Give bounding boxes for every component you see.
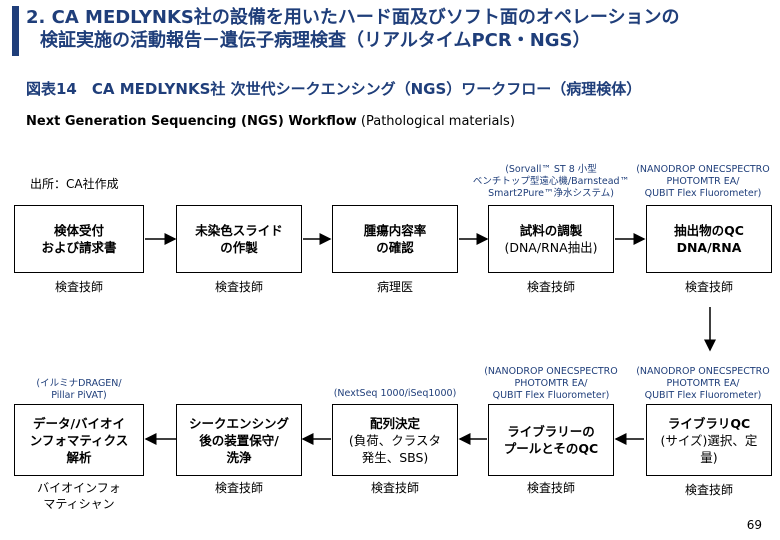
step-library-pooling: ライブラリーのプールとそのQC (488, 404, 614, 476)
step-8-sub: (負荷、クラスタ 発生、SBS) (348, 432, 442, 465)
step-10-line1: データ/バイオイ (32, 415, 126, 431)
step-8-line1: 配列決定 (369, 415, 420, 431)
source-note: 出所：CA社作成 (30, 177, 119, 191)
figure-subtitle-bold: Next Generation Sequencing (NGS) Workflo… (26, 114, 357, 129)
role-step-9: 検査技師 (214, 481, 263, 495)
role-step-3: 病理医 (376, 280, 413, 294)
role-step-6: 検査技師 (684, 483, 733, 497)
step-9-line2: 後の装置保守/ (199, 432, 279, 448)
role-step-8: 検査技師 (370, 481, 419, 495)
step-sequencing: 配列決定(負荷、クラスタ 発生、SBS) (332, 404, 458, 476)
step-unstained-slide: 未染色スライドの作製 (176, 205, 302, 273)
step-library-qc: ライブラリQC(サイズ)選択、定 量) (646, 404, 772, 476)
step-3-line1: 腫瘍内容率 (363, 223, 427, 238)
page-title-line2: 検証実施の活動報告－遺伝子病理検査（リアルタイムPCR・NGS） (40, 30, 591, 51)
step-specimen-reception: 検体受付および請求書 (14, 205, 144, 273)
role-step-7: 検査技師 (526, 481, 575, 495)
step-7-line2: プールとそのQC (503, 441, 599, 456)
figure-title: 図表14 CA MEDLYNKS社 次世代シークエンシング（NGS）ワークフロー… (26, 80, 642, 98)
figure-subtitle: Next Generation Sequencing (NGS) Workflo… (26, 114, 515, 129)
step-bioinformatics: データ/バイオインフォマティクス解析 (14, 404, 144, 476)
step-9-line1: シークエンシング (188, 415, 289, 431)
step-5-line1: 抽出物のQC (674, 223, 744, 238)
step-5-line2: DNA/RNA (676, 240, 742, 255)
page-title-line1: 2. CA MEDLYNKS社の設備を用いたハード面及びソフト面のオペレーション… (26, 7, 680, 28)
step-7-line1: ライブラリーの (507, 424, 595, 439)
step-tumor-content: 腫瘍内容率の確認 (332, 205, 458, 273)
role-step-4: 検査技師 (526, 280, 575, 294)
step-2-line1: 未染色スライド (195, 223, 283, 238)
step-10-line3: 解析 (66, 449, 92, 465)
page-title: 2. CA MEDLYNKS社の設備を用いたハード面及びソフト面のオペレーション… (26, 6, 766, 52)
step-6-line1: ライブラリQC (667, 415, 751, 431)
step-post-sequencing-maintenance: シークエンシング後の装置保守/洗浄 (176, 404, 302, 476)
step-extract-qc: 抽出物のQC DNA/RNA (646, 205, 772, 273)
step-6-sub: (サイズ)選択、定 量) (660, 432, 758, 465)
step-sample-prep: 試料の調製 (DNA/RNA抽出) (488, 205, 614, 273)
note-step-6: (NANODROP ONECSPECTRO PHOTOMTR EA/ QUBIT… (636, 366, 770, 401)
step-1-line1: 検体受付 (53, 223, 104, 238)
step-9-line3: 洗浄 (226, 449, 252, 465)
note-step-4: (Sorvall™ ST 8 小型 ベンチトップ型遠心機/Barnstead™ … (472, 164, 630, 199)
note-step-8: (NextSeq 1000/iSeq1000) (333, 388, 457, 399)
step-4-line1: 試料の調製 (519, 223, 583, 238)
figure-subtitle-rest: (Pathological materials) (356, 114, 515, 129)
role-step-1: 検査技師 (54, 280, 103, 294)
page-number: 69 (746, 518, 762, 532)
step-4-sub: (DNA/RNA抽出) (504, 240, 598, 255)
note-step-7: (NANODROP ONECSPECTRO PHOTOMTR EA/ QUBIT… (484, 366, 618, 401)
role-step-2: 検査技師 (214, 280, 263, 294)
title-accent-bar (12, 6, 19, 56)
step-3-line2: の確認 (376, 240, 414, 255)
role-step-10: バイオインフォ マティシャン (37, 481, 121, 511)
note-step-5: (NANODROP ONECSPECTRO PHOTOMTR EA/ QUBIT… (636, 164, 770, 199)
role-step-5: 検査技師 (684, 280, 733, 294)
note-step-10: (イルミナDRAGEN/ Pillar PiVAT) (36, 378, 122, 401)
step-10-line2: ンフォマティクス (29, 432, 129, 448)
step-1-line2: および請求書 (41, 240, 117, 255)
step-2-line2: の作製 (220, 240, 258, 255)
